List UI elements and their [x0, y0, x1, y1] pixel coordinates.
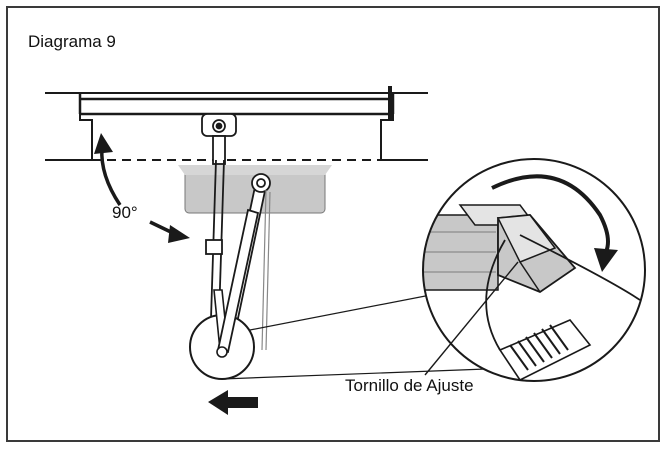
angle-label: 90° [112, 203, 138, 222]
adjust-rotation-arrow [491, 174, 610, 253]
door-leaf [78, 93, 395, 116]
leader-line-bottom [221, 368, 487, 380]
leader-line-top [249, 291, 447, 331]
callout-pointer [424, 261, 519, 376]
rotation-arrow-90 [100, 147, 122, 206]
diagram-title: Diagrama 9 [28, 32, 116, 51]
zoom-detail [423, 159, 645, 381]
arm-shoe [201, 113, 237, 165]
direction-arrow [208, 390, 258, 415]
adjusting-screw-label: Tornillo de Ajuste [345, 376, 474, 395]
door-frame [45, 92, 428, 161]
striped-base [509, 324, 569, 371]
hinge-mark [388, 86, 392, 120]
